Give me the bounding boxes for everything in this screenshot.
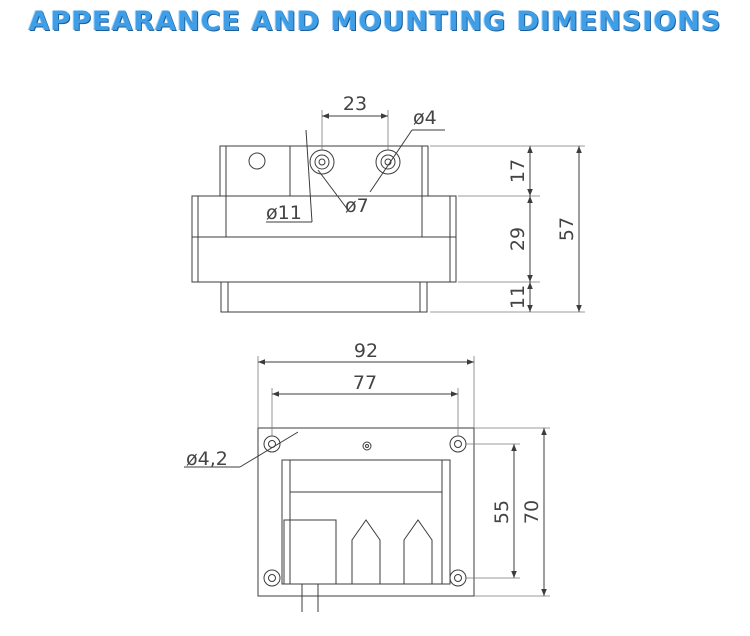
dim-57-label: 57 [556,217,578,241]
coil-body [191,195,457,283]
bottom-flange [220,281,428,313]
blade-terminal-right [403,519,433,584]
dim-d42-label: ø4,2 [186,448,228,470]
inner-body [281,459,451,585]
dim-17-label: 17 [507,159,529,183]
dim-70-label: 70 [521,500,543,524]
base-plate [257,427,475,597]
terminal-hole-left [309,149,335,175]
dim-d4-label: ø4 [413,107,437,129]
bottom-view: 92 77 ø4,2 55 70 [184,340,550,612]
dim-77-label: 77 [353,372,377,394]
connector-box [283,519,337,585]
dim-d11-label: ø11 [266,202,302,224]
dim-d7-label: ø7 [345,195,369,217]
dim-11-label: 11 [507,285,529,309]
page-title: APPEARANCE AND MOUNTING DIMENSIONS [28,6,722,37]
top-view: 23 ø4 ø11 ø7 17 29 11 57 [191,93,585,313]
dim-29-label: 29 [507,227,529,251]
mount-hole-br [449,569,467,587]
center-pin [362,441,372,451]
mount-hole-bl [263,569,281,587]
dim-23-label: 23 [343,93,367,115]
dim-92-label: 92 [354,340,378,362]
blade-terminal-left [351,519,381,584]
mount-hole-tr [449,435,467,453]
pin-circle [248,152,266,170]
dim-55-label: 55 [491,500,513,524]
